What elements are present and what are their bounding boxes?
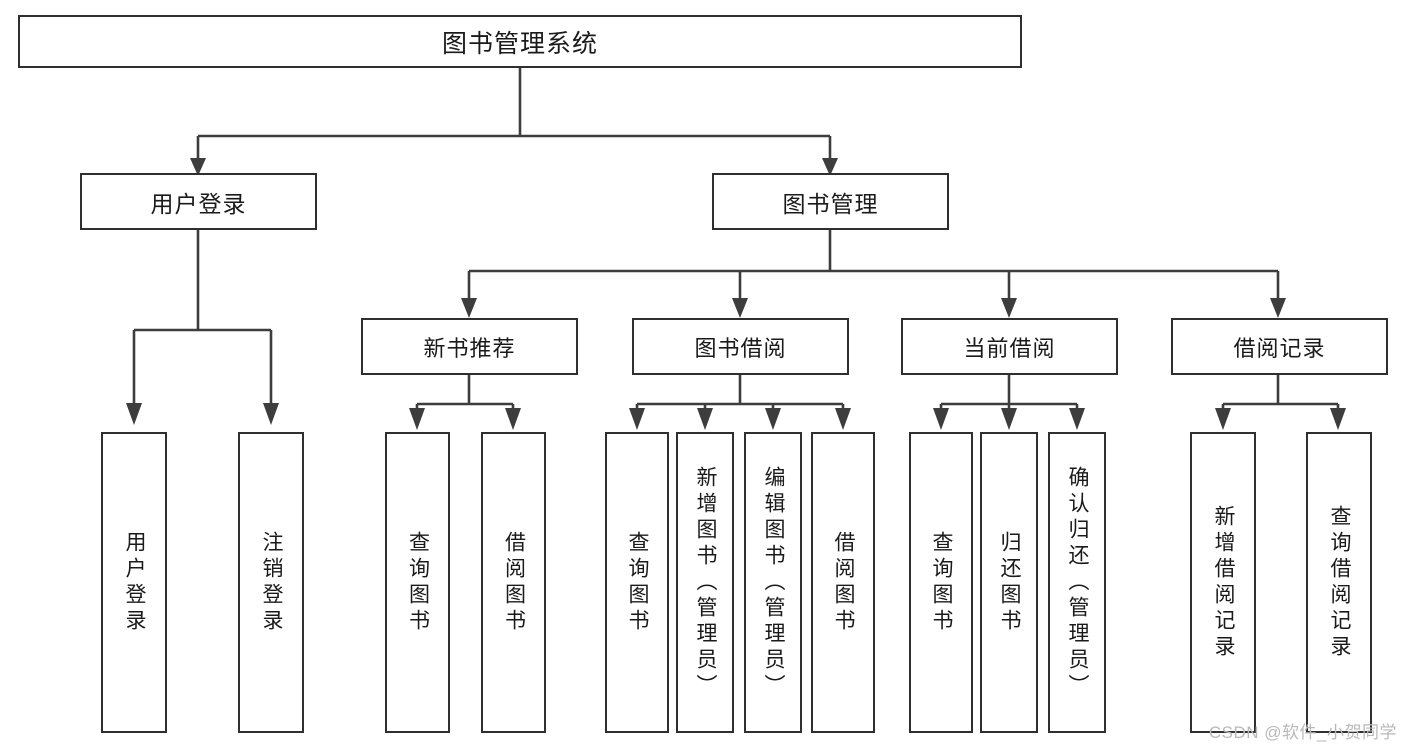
leaf-borrow-book-2[interactable]: 借阅图书 — [811, 432, 875, 733]
leaf-query-book-3[interactable]: 查询图书 — [909, 432, 973, 733]
leaf-query-book-2-label: 查询图书 — [626, 530, 650, 635]
leaf-query-book-1[interactable]: 查询图书 — [385, 432, 450, 733]
node-user-login-label: 用户登录 — [150, 190, 247, 217]
arrow-to-user-login — [190, 158, 206, 176]
leaf-add-record[interactable]: 新增借阅记录 — [1190, 432, 1256, 733]
leaf-borrow-book-2-label: 借阅图书 — [832, 530, 856, 635]
node-user-login[interactable]: 用户登录 — [80, 173, 317, 230]
leaf-query-record[interactable]: 查询借阅记录 — [1306, 432, 1372, 733]
arrow-to-new-book-recommend — [461, 298, 477, 318]
arrow-leaf-return-book — [1001, 408, 1017, 430]
leaf-user-login[interactable]: 用户登录 — [101, 432, 167, 733]
node-new-book-recommend[interactable]: 新书推荐 — [361, 318, 578, 375]
arrow-leaf-user-login — [126, 403, 142, 425]
leaf-return-book[interactable]: 归还图书 — [980, 432, 1038, 733]
leaf-return-book-label: 归还图书 — [998, 530, 1022, 635]
node-root[interactable]: 图书管理系统 — [18, 15, 1022, 68]
node-new-book-recommend-label: 新书推荐 — [423, 335, 516, 361]
arrow-leaf-query-book-3 — [933, 408, 949, 430]
leaf-add-record-label: 新增借阅记录 — [1212, 504, 1236, 661]
csdn-watermark: CSDN @软件_小贺同学 — [1208, 723, 1397, 742]
node-book-borrow-label: 图书借阅 — [694, 335, 787, 361]
node-current-borrow[interactable]: 当前借阅 — [901, 318, 1118, 375]
node-current-borrow-label: 当前借阅 — [963, 335, 1056, 361]
arrow-leaf-user-logout — [263, 403, 279, 425]
node-book-manage[interactable]: 图书管理 — [712, 173, 949, 230]
arrow-to-borrow-record — [1270, 298, 1286, 318]
node-book-manage-label: 图书管理 — [782, 190, 879, 217]
node-book-borrow[interactable]: 图书借阅 — [632, 318, 849, 375]
arrow-leaf-confirm-return — [1069, 408, 1085, 430]
node-borrow-record-label: 借阅记录 — [1233, 335, 1326, 361]
arrow-to-book-borrow — [732, 298, 748, 318]
leaf-query-book-1-label: 查询图书 — [406, 530, 430, 635]
leaf-add-book[interactable]: 新增图书（管理员） — [676, 432, 734, 733]
leaf-edit-book[interactable]: 编辑图书（管理员） — [744, 432, 802, 733]
arrow-leaf-query-record — [1330, 408, 1346, 430]
node-root-label: 图书管理系统 — [441, 29, 598, 58]
leaf-query-record-label: 查询借阅记录 — [1328, 504, 1352, 661]
leaf-user-login-label: 用户登录 — [123, 530, 147, 635]
leaf-borrow-book-1-label: 借阅图书 — [502, 530, 526, 635]
arrow-leaf-edit-book — [765, 408, 781, 430]
arrow-leaf-query-book-2 — [629, 408, 645, 430]
leaf-edit-book-label: 编辑图书（管理员） — [762, 465, 786, 700]
leaf-user-logout-label: 注销登录 — [260, 530, 284, 635]
arrow-leaf-add-book — [697, 408, 713, 430]
leaf-confirm-return[interactable]: 确认归还（管理员） — [1048, 432, 1106, 733]
leaf-query-book-2[interactable]: 查询图书 — [605, 432, 669, 733]
arrow-to-current-borrow — [1001, 298, 1017, 318]
leaf-query-book-3-label: 查询图书 — [930, 530, 954, 635]
arrow-leaf-add-record — [1215, 408, 1231, 430]
leaf-borrow-book-1[interactable]: 借阅图书 — [481, 432, 546, 733]
arrow-leaf-borrow-book-2 — [835, 408, 851, 430]
leaf-confirm-return-label: 确认归还（管理员） — [1066, 465, 1090, 700]
leaf-add-book-label: 新增图书（管理员） — [694, 465, 718, 700]
leaf-user-logout[interactable]: 注销登录 — [238, 432, 304, 733]
arrow-to-book-manage — [822, 158, 838, 176]
node-borrow-record[interactable]: 借阅记录 — [1171, 318, 1388, 375]
arrow-leaf-query-book-1 — [409, 408, 425, 430]
arrow-leaf-borrow-book-1 — [505, 408, 521, 430]
